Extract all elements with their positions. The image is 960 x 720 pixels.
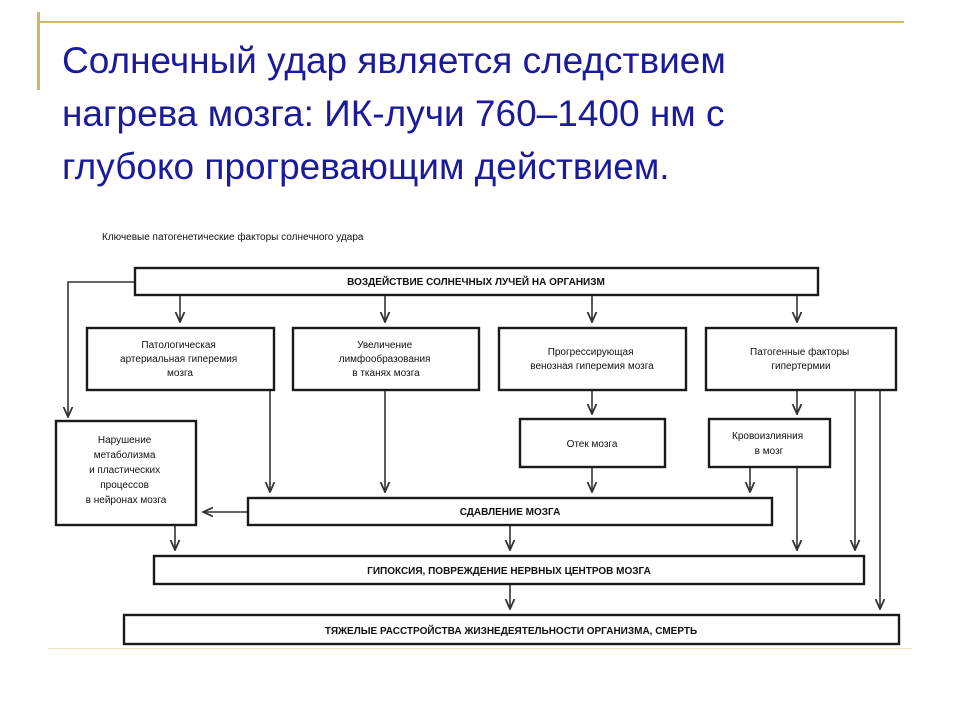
node-metabolism: Нарушение метаболизма и пластических про… — [54, 419, 198, 527]
left-accent-line — [37, 12, 40, 90]
title-line: Солнечный удар является следствием — [62, 40, 726, 81]
diagram-caption: Ключевые патогенетические факторы солнеч… — [102, 231, 364, 243]
node-hemorrhage: Кровоизлияния в мозг — [707, 417, 832, 469]
node-label: ВОЗДЕЙСТВИЕ СОЛНЕЧНЫХ ЛУЧЕЙ НА ОРГАНИЗМ — [347, 275, 605, 288]
top-accent-line — [40, 21, 904, 23]
node-hypoxia: ГИПОКСИЯ, ПОВРЕЖДЕНИЕ НЕРВНЫХ ЦЕНТРОВ МО… — [152, 554, 866, 586]
node-label: Патогенные факторы гипертермии — [750, 346, 852, 372]
node-label: Нарушение метаболизма и пластических про… — [86, 435, 167, 506]
title-line: нагрева мозга: ИК-лучи 760–1400 нм с — [62, 93, 725, 134]
edge-exposure-metabolism — [68, 281, 135, 417]
node-arterial: Патологическая артериальная гиперемия мо… — [85, 326, 276, 392]
node-lymph: Увеличение лимфообразования в тканях моз… — [291, 326, 481, 392]
node-label: ТЯЖЕЛЫЕ РАССТРОЙСТВА ЖИЗНЕДЕЯТЕЛЬНОСТИ О… — [325, 624, 697, 637]
node-label: СДАВЛЕНИЕ МОЗГА — [460, 507, 561, 518]
node-label: Увеличение лимфообразования в тканях моз… — [339, 340, 434, 379]
node-outcome: ТЯЖЕЛЫЕ РАССТРОЙСТВА ЖИЗНЕДЕЯТЕЛЬНОСТИ О… — [122, 613, 901, 646]
node-label: Патологическая артериальная гиперемия мо… — [120, 340, 240, 379]
node-label: ГИПОКСИЯ, ПОВРЕЖДЕНИЕ НЕРВНЫХ ЦЕНТРОВ МО… — [367, 566, 651, 577]
bottom-rule — [48, 648, 912, 649]
node-label: Кровоизлияния в мозг — [732, 431, 806, 457]
edges — [68, 281, 880, 609]
node-compression: СДАВЛЕНИЕ МОЗГА — [246, 496, 774, 527]
node-edema: Отек мозга — [518, 417, 667, 469]
node-venous: Прогрессирующая венозная гиперемия мозга — [497, 326, 688, 392]
slide-title: Солнечный удар является следствием нагре… — [62, 34, 882, 193]
node-label: Отек мозга — [567, 439, 618, 450]
node-label: Прогрессирующая венозная гиперемия мозга — [530, 347, 654, 372]
title-line: глубоко прогревающим действием. — [62, 146, 670, 187]
node-hyperthermia: Патогенные факторы гипертермии — [704, 326, 898, 392]
node-exposure: ВОЗДЕЙСТВИЕ СОЛНЕЧНЫХ ЛУЧЕЙ НА ОРГАНИЗМ — [133, 266, 820, 297]
